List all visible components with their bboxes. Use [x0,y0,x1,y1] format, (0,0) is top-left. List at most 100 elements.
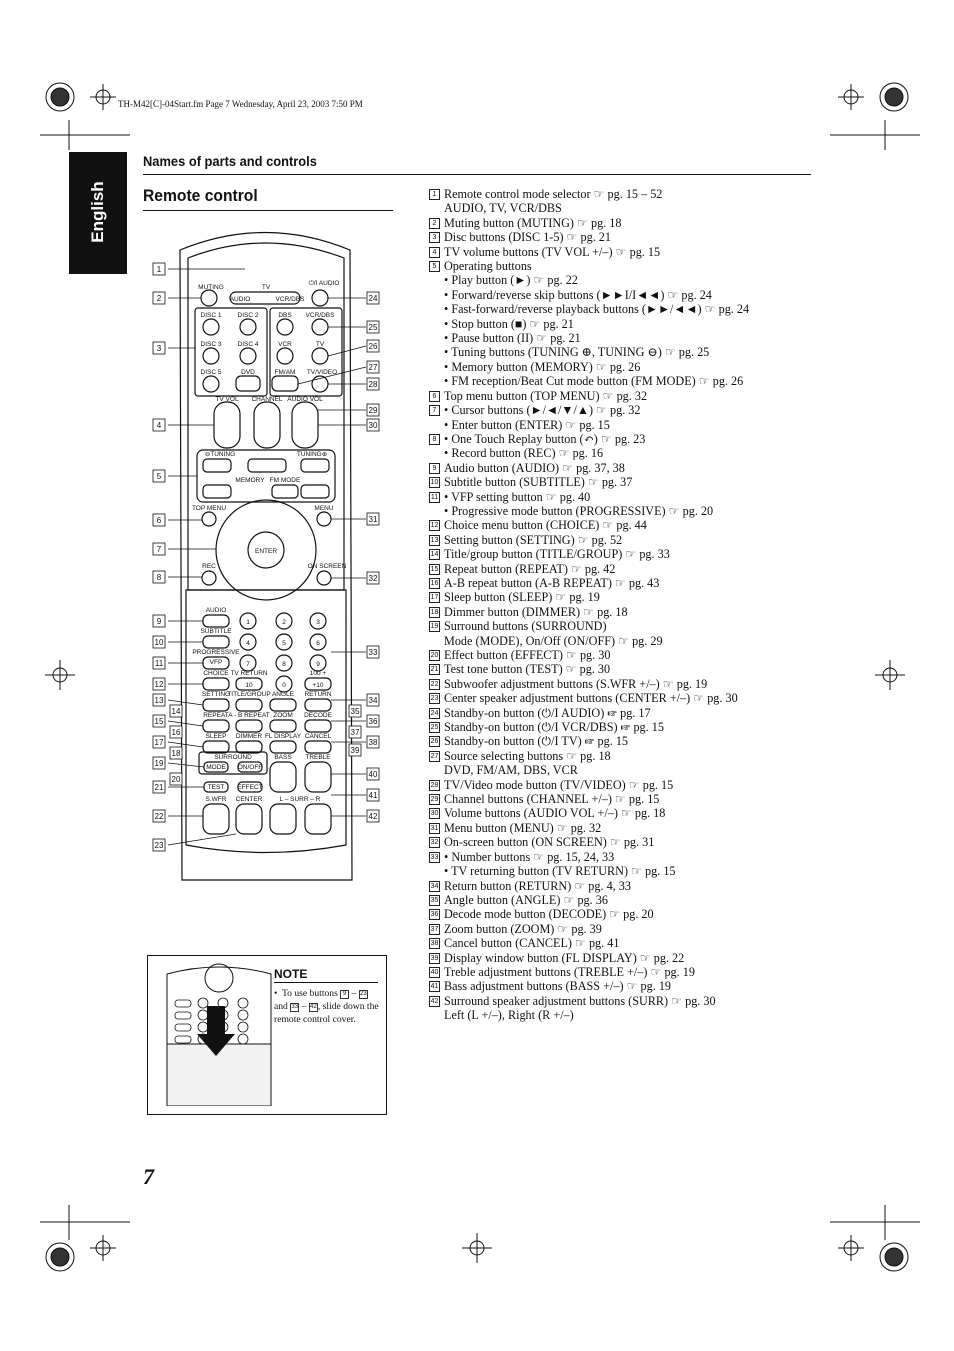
item-number: 24 [429,707,440,719]
item-number: 16 [429,577,440,589]
item-number: 8 [429,433,440,445]
label-abrepeat: A - B REPEAT [228,712,269,719]
list-item: 38 Cancel button (CANCEL) ☞ pg. 41 [429,936,829,950]
label-fmmode: FM MODE [270,477,301,484]
list-item: • Enter button (ENTER) ☞ pg. 15 [429,418,829,432]
item-text: Remote control mode selector ☞ pg. 15 – … [444,187,663,201]
item-text: Source selecting buttons ☞ pg. 18 [444,748,611,763]
item-text: A-B repeat button (A-B REPEAT) ☞ pg. 43 [444,575,660,590]
label-num-9: 9 [316,661,320,668]
list-item: • Forward/reverse skip buttons (►►I/I◄◄)… [429,288,829,302]
callout-19: 19 [155,759,164,768]
label-num-8: 8 [282,661,286,668]
label-tv: TV [262,284,271,291]
list-item: 39 Display window button (FL DISPLAY) ☞ p… [429,951,829,965]
item-number: 5 [429,261,440,273]
label-plus10: +10 [312,682,323,689]
callout-24: 24 [369,294,378,303]
item-number: 39 [429,952,440,964]
label-return: RETURN [304,691,331,698]
item-text: Setting button (SETTING) ☞ pg. 52 [444,532,623,547]
callout-7: 7 [157,545,162,554]
label-disc3: DISC 3 [201,341,222,348]
item-text: Effect button (EFFECT) ☞ pg. 30 [444,648,611,662]
label-tv-power: TV [316,341,325,348]
item-text: Decode mode button (DECODE) ☞ pg. 20 [444,907,654,922]
label-subtitle: SUBTITLE [200,628,232,635]
label-power-audio: ⏻/I AUDIO [309,280,340,287]
label-enter: ENTER [255,548,277,555]
item-text: Bass adjustment buttons (BASS +/–) ☞ pg.… [444,979,672,994]
item-number: 15 [429,563,440,575]
callout-25: 25 [369,323,378,332]
item-number: 40 [429,966,440,978]
label-surround: SURROUND [214,754,252,761]
label-menu: MENU [314,505,333,512]
item-text: DVD, FM/AM, DBS, VCR [444,763,578,778]
label-topmenu: TOP MENU [192,505,226,512]
callout-39: 39 [351,746,360,755]
item-text: AUDIO, TV, VCR/DBS [444,201,562,216]
list-item: • Progressive mode button (PROGRESSIVE) … [429,504,829,518]
item-text: Test tone button (TEST) ☞ pg. 30 [444,662,611,677]
callout-38: 38 [369,738,378,747]
label-bass: BASS [274,754,292,761]
item-number: 36 [429,909,440,921]
list-item: • Record button (REC) ☞ pg. 16 [429,446,829,460]
label-tuning-minus: ⊖TUNING [205,451,235,458]
list-item: AUDIO, TV, VCR/DBS [429,201,829,215]
label-disc2: DISC 2 [238,312,259,319]
callout-23: 23 [155,841,164,850]
item-text: On-screen button (ON SCREEN) ☞ pg. 31 [444,835,655,850]
item-text: Title/group button (TITLE/GROUP) ☞ pg. 3… [444,547,670,562]
label-num-7: 7 [246,661,250,668]
label-num-0: 0 [282,682,286,689]
callout-8: 8 [157,573,162,582]
item-number: 11 [429,491,440,503]
label-dbs: DBS [278,312,292,319]
item-number: 28 [429,779,440,791]
list-item: 11• VFP setting button ☞ pg. 40 [429,490,829,504]
note-box [147,955,387,1115]
item-text: Display window button (FL DISPLAY) ☞ pg.… [444,950,685,965]
section-rule [143,174,811,175]
callout-30: 30 [369,421,378,430]
callout-12: 12 [155,680,164,689]
label-test: TEST [208,784,225,791]
item-number: 38 [429,938,440,950]
callout-33: 33 [369,648,378,657]
callout-21: 21 [155,783,164,792]
callout-35: 35 [351,707,360,716]
label-rec: REC [202,563,216,570]
list-item: • Pause button (II) ☞ pg. 21 [429,331,829,345]
callout-29: 29 [369,406,378,415]
label-cancel: CANCEL [305,733,332,740]
label-progressive: PROGRESSIVE [192,649,240,656]
item-number: 10 [429,477,440,489]
item-number: 25 [429,722,440,734]
label-sleep: SLEEP [206,733,227,740]
item-text: Mode (MODE), On/Off (ON/OFF) ☞ pg. 29 [444,633,663,648]
item-text: • Stop button (■) ☞ pg. 21 [444,316,574,331]
item-text: Standby-on button (⏻/I AUDIO) ☞ pg. 17 [444,705,651,720]
label-audio: AUDIO [230,296,251,303]
callout-32: 32 [369,574,378,583]
callout-16: 16 [172,728,181,737]
item-text: • Record button (REC) ☞ pg. 16 [444,446,604,461]
note-title: NOTE [274,967,308,981]
label-num-5: 5 [282,640,286,647]
item-text: Cancel button (CANCEL) ☞ pg. 41 [444,936,620,951]
list-item: Mode (MODE), On/Off (ON/OFF) ☞ pg. 29 [429,634,829,648]
item-text: Channel buttons (CHANNEL +/–) ☞ pg. 15 [444,792,660,807]
list-item: • Play button (►) ☞ pg. 22 [429,273,829,287]
label-vcrdbs-power: VCR/DBS [306,312,336,319]
